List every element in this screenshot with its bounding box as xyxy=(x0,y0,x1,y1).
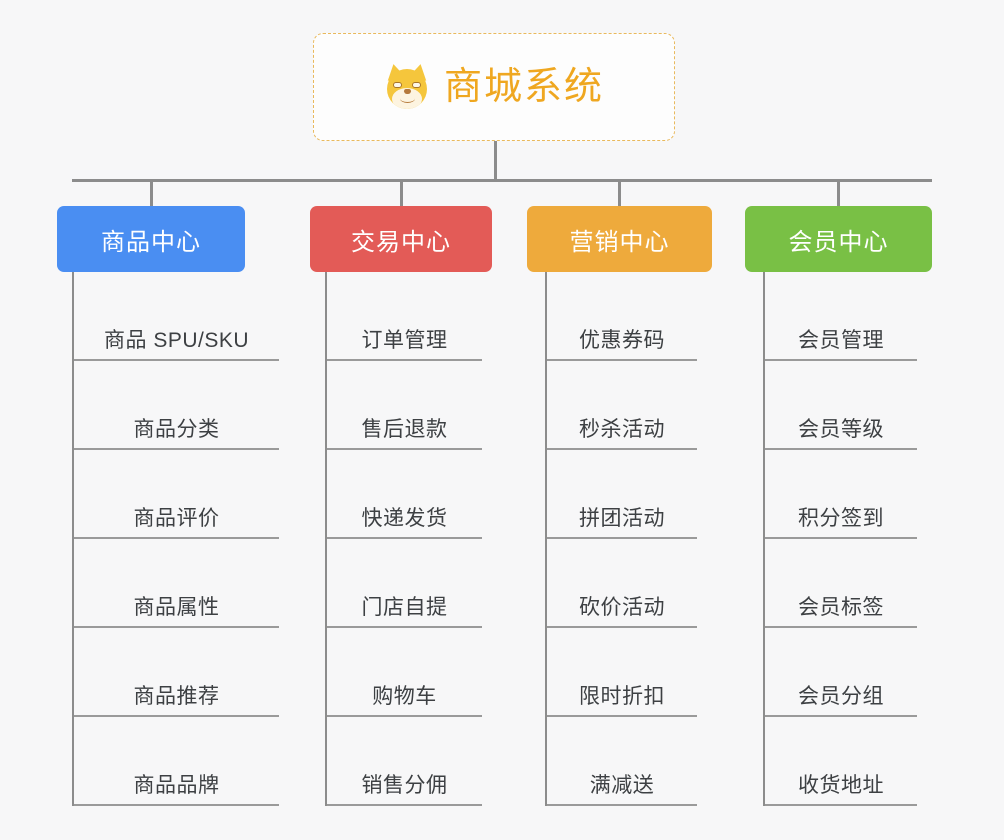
leaf-item[interactable]: 购物车 xyxy=(327,628,482,717)
leaf-trunk-line xyxy=(325,272,327,806)
category-box-product-center[interactable]: 商品中心 xyxy=(57,206,245,272)
root-node[interactable]: 商城系统 xyxy=(313,33,675,141)
leaf-item-label: 购物车 xyxy=(372,685,437,708)
leaf-item-label: 订单管理 xyxy=(361,329,448,352)
leaf-item[interactable]: 会员管理 xyxy=(765,272,917,361)
leaf-item-label: 拼团活动 xyxy=(579,507,665,530)
leaf-trunk-line xyxy=(763,272,765,806)
leaf-item-label: 商品 SPU/SKU xyxy=(103,329,250,352)
leaf-item[interactable]: 会员等级 xyxy=(765,361,917,450)
leaf-item[interactable]: 拼团活动 xyxy=(547,450,697,539)
leaf-item-label: 商品评价 xyxy=(133,507,220,530)
leaf-item[interactable]: 销售分佣 xyxy=(327,717,482,806)
shiba-dog-icon xyxy=(384,62,430,110)
connector-to-trade-center xyxy=(400,179,403,207)
leaf-item[interactable]: 快递发货 xyxy=(327,450,482,539)
connector-to-product-center xyxy=(150,179,153,207)
leaf-item-label: 快递发货 xyxy=(361,507,448,530)
leaf-item[interactable]: 砍价活动 xyxy=(547,539,697,628)
leaf-item-label: 砍价活动 xyxy=(579,596,665,619)
leaf-trunk-line xyxy=(72,272,74,806)
leaf-item[interactable]: 积分签到 xyxy=(765,450,917,539)
leaf-item-label: 优惠券码 xyxy=(579,329,665,352)
leaf-item-label: 商品属性 xyxy=(133,596,220,619)
leaf-item[interactable]: 售后退款 xyxy=(327,361,482,450)
leaf-item[interactable]: 门店自提 xyxy=(327,539,482,628)
leaf-item-label: 秒杀活动 xyxy=(579,418,665,441)
leaf-item-label: 收货地址 xyxy=(798,774,884,797)
leaf-item-label: 售后退款 xyxy=(361,418,448,441)
category-label: 营销中心 xyxy=(569,228,670,256)
leaf-item[interactable]: 商品品牌 xyxy=(74,717,279,806)
leaf-item-label: 商品推荐 xyxy=(133,685,220,708)
leaf-item[interactable]: 秒杀活动 xyxy=(547,361,697,450)
category-label: 商品中心 xyxy=(101,228,201,256)
leaf-item-label: 销售分佣 xyxy=(361,774,448,797)
leaf-item[interactable]: 收货地址 xyxy=(765,717,917,806)
category-box-trade-center[interactable]: 交易中心 xyxy=(310,206,492,272)
root-title: 商城系统 xyxy=(443,66,604,108)
leaf-trunk-line xyxy=(545,272,547,806)
leaf-item-label: 限时折扣 xyxy=(579,685,665,708)
leaf-item[interactable]: 商品推荐 xyxy=(74,628,279,717)
leaf-item[interactable]: 限时折扣 xyxy=(547,628,697,717)
leaf-item-label: 会员等级 xyxy=(798,418,884,441)
leaf-item[interactable]: 商品 SPU/SKU xyxy=(74,272,279,361)
leaf-item[interactable]: 优惠券码 xyxy=(547,272,697,361)
leaf-item[interactable]: 商品评价 xyxy=(74,450,279,539)
leaf-item[interactable]: 商品属性 xyxy=(74,539,279,628)
connector-root-stem xyxy=(494,141,497,181)
leaf-item-label: 商品分类 xyxy=(133,418,220,441)
leaf-item-label: 门店自提 xyxy=(361,596,448,619)
leaf-item-label: 会员标签 xyxy=(798,596,884,619)
leaf-item[interactable]: 订单管理 xyxy=(327,272,482,361)
connector-to-marketing-center xyxy=(618,179,621,207)
leaf-item-label: 会员分组 xyxy=(798,685,884,708)
leaf-item[interactable]: 商品分类 xyxy=(74,361,279,450)
leaf-item[interactable]: 满减送 xyxy=(547,717,697,806)
category-box-marketing-center[interactable]: 营销中心 xyxy=(527,206,712,272)
leaf-item-label: 积分签到 xyxy=(798,507,884,530)
leaf-item-label: 满减送 xyxy=(589,774,655,797)
leaf-item-label: 会员管理 xyxy=(798,329,884,352)
leaf-item[interactable]: 会员分组 xyxy=(765,628,917,717)
leaf-item[interactable]: 会员标签 xyxy=(765,539,917,628)
leaf-item-label: 商品品牌 xyxy=(133,774,220,797)
connector-to-member-center xyxy=(837,179,840,207)
category-label: 交易中心 xyxy=(351,228,451,256)
category-box-member-center[interactable]: 会员中心 xyxy=(745,206,932,272)
connector-horizontal-bus xyxy=(72,179,932,182)
category-label: 会员中心 xyxy=(788,228,889,256)
